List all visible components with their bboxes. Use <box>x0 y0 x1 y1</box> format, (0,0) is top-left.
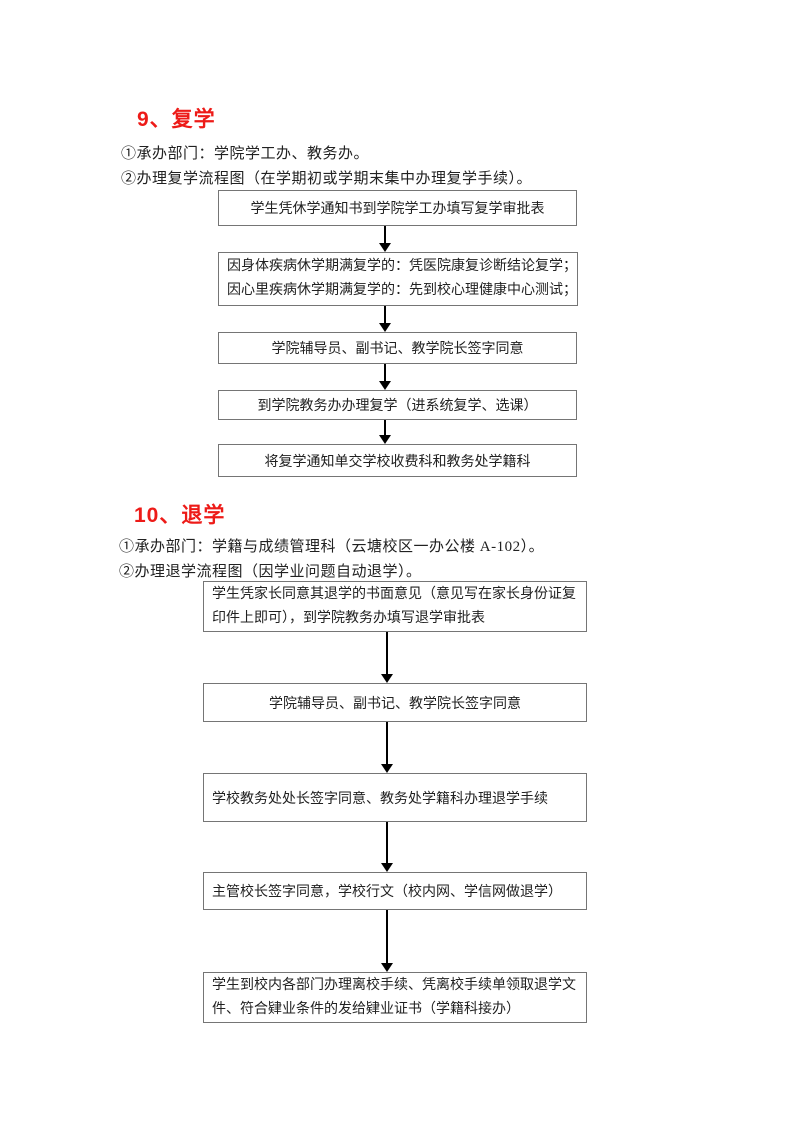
flow-step-box: 主管校长签字同意，学校行文（校内网、学信网做退学） <box>203 872 587 910</box>
flow-step-text: 将复学通知单交学校收费科和教务处学籍科 <box>264 454 531 470</box>
section-10-flow-line: ②办理退学流程图（因学业问题自动退学）。 <box>119 564 422 580</box>
flow-step-text: 学生凭休学通知书到学院学工办填写复学审批表 <box>250 202 545 217</box>
flow-step-box: 学院辅导员、副书记、教学院长签字同意 <box>203 683 587 722</box>
down-arrow-icon <box>379 364 391 390</box>
flow-step-box: 学院辅导员、副书记、教学院长签字同意 <box>218 332 577 364</box>
flow-step-text: 学生到校内各部门办理离校手续、凭离校手续单领取退学文件、符合肄业条件的发给肄业证… <box>212 977 576 1017</box>
flow-step-text: 主管校长签字同意，学校行文（校内网、学信网做退学） <box>212 885 562 900</box>
down-arrow-icon <box>379 306 391 332</box>
flow-step-text: 因身体疾病休学期满复学的：凭医院康复诊断结论复学； <box>227 259 577 274</box>
section-9-dept-line: ①承办部门：学院学工办、教务办。 <box>121 146 370 162</box>
flow-step-box: 学生凭家长同意其退学的书面意见（意见写在家长身份证复印件上即可），到学院教务办填… <box>203 581 587 632</box>
down-arrow-icon <box>379 226 391 252</box>
section-10-heading: 10、退学 <box>134 504 226 527</box>
flow-step-text: 学生凭家长同意其退学的书面意见（意见写在家长身份证复印件上即可），到学院教务办填… <box>212 586 576 626</box>
down-arrow-icon <box>381 722 393 773</box>
flow-step-text: 学校教务处处长签字同意、教务处学籍科办理退学手续 <box>212 791 548 807</box>
flow-step-text: 因心里疾病休学期满复学的：先到校心理健康中心测试； <box>227 283 577 298</box>
flow-step-text: 到学院教务办办理复学（进系统复学、选课） <box>257 399 538 414</box>
flow-step-box: 学校教务处处长签字同意、教务处学籍科办理退学手续 <box>203 773 587 822</box>
section-10-dept-line: ①承办部门：学籍与成绩管理科（云塘校区一办公楼 A-102）。 <box>119 539 545 555</box>
section-9-flow-line: ②办理复学流程图（在学期初或学期末集中办理复学手续）。 <box>121 171 533 187</box>
flow-step-box: 学生凭休学通知书到学院学工办填写复学审批表 <box>218 190 577 226</box>
down-arrow-icon <box>381 822 393 872</box>
down-arrow-icon <box>379 420 391 444</box>
down-arrow-icon <box>381 632 393 683</box>
flow-step-box: 将复学通知单交学校收费科和教务处学籍科 <box>218 444 577 477</box>
section-9-heading: 9、复学 <box>137 108 216 131</box>
flow-step-box: 到学院教务办办理复学（进系统复学、选课） <box>218 390 577 420</box>
flow-step-box: 因身体疾病休学期满复学的：凭医院康复诊断结论复学； 因心里疾病休学期满复学的：先… <box>218 252 578 306</box>
flow-step-text: 学院辅导员、副书记、教学院长签字同意 <box>271 342 524 357</box>
flow-step-box: 学生到校内各部门办理离校手续、凭离校手续单领取退学文件、符合肄业条件的发给肄业证… <box>203 972 587 1023</box>
down-arrow-icon <box>381 910 393 972</box>
flow-step-text: 学院辅导员、副书记、教学院长签字同意 <box>269 696 521 712</box>
